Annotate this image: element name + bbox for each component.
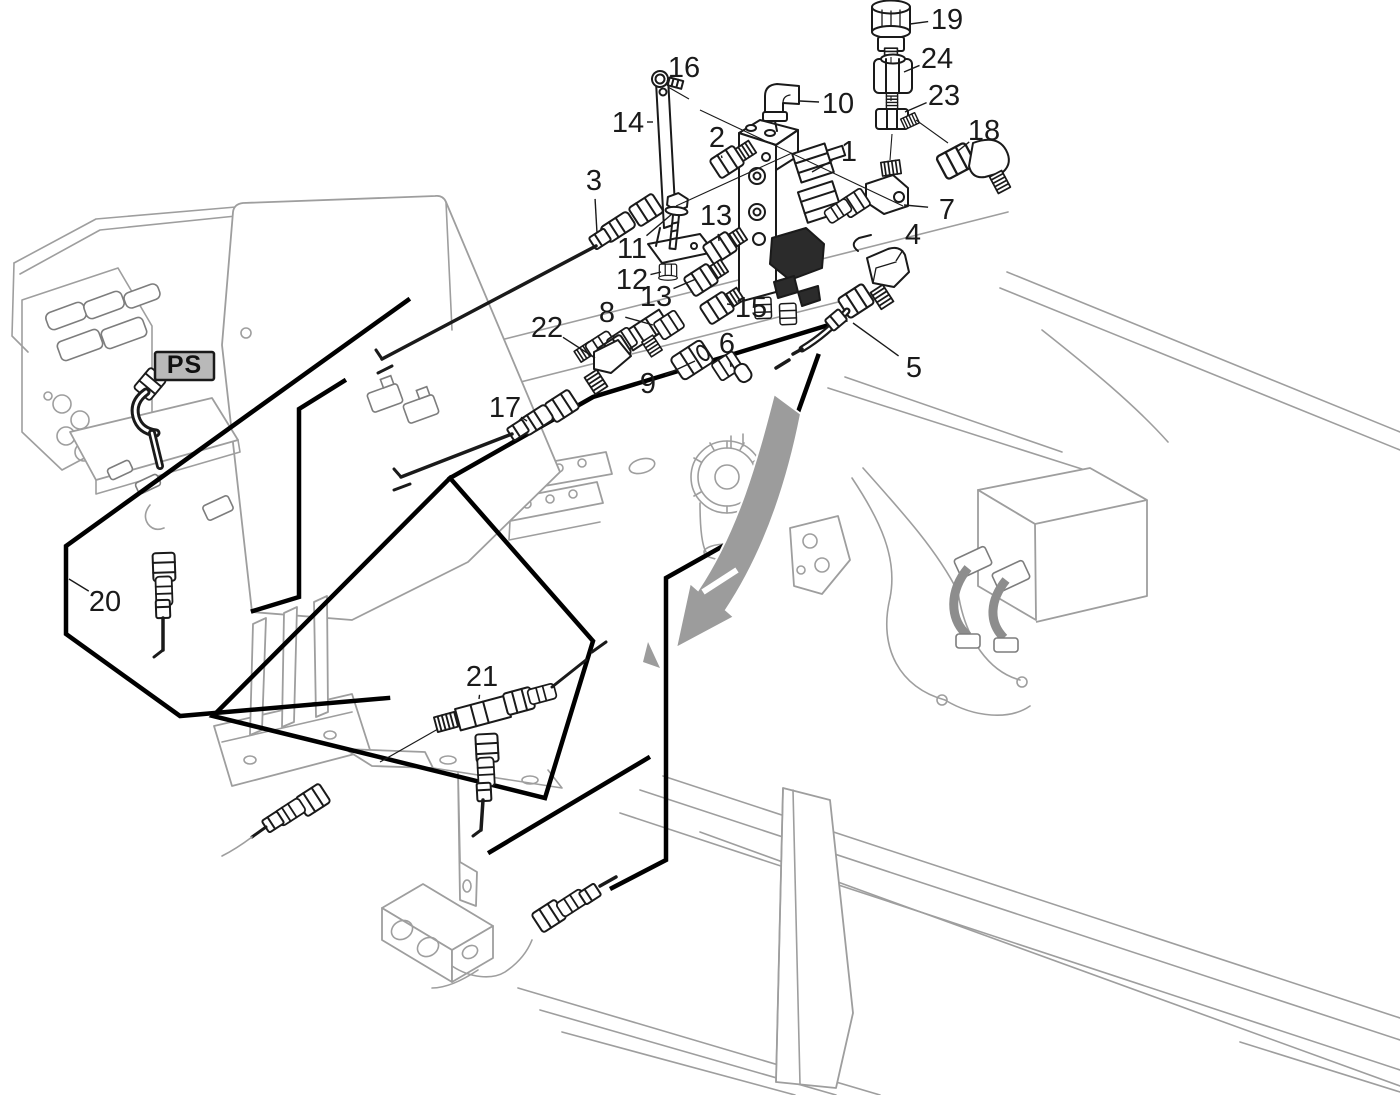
callout-label-10: 10: [822, 88, 854, 120]
callout-label-4: 4: [905, 219, 921, 251]
callout-label-12: 12: [616, 264, 648, 296]
callout-label-5: 5: [906, 352, 922, 384]
callout-label-23: 23: [928, 80, 960, 112]
callout-label-16: 16: [668, 52, 700, 84]
callout-label-22: 22: [531, 312, 563, 344]
part-16-screw: [651, 70, 685, 90]
direction-arrow: [643, 392, 803, 668]
callout-label-17: 17: [489, 392, 521, 424]
part-14-bracket: [647, 77, 715, 264]
callout-leader-7: [903, 204, 929, 208]
part-6-plug: [710, 349, 753, 384]
callout-leader-17: [520, 416, 528, 422]
callout-layer: 1234567891011121313141516171819202122232…: [68, 4, 1000, 700]
callout-leader-3: [594, 198, 598, 234]
part-9-coupler: [670, 339, 714, 381]
part-19-plug: [871, 0, 911, 67]
ps-port-hose: [130, 366, 168, 470]
callout-leader-18: [957, 141, 970, 152]
part-20-hose: [151, 551, 177, 659]
alignment-lines: [379, 86, 949, 763]
part-10-elbow: [762, 83, 800, 132]
callout-leader-20: [68, 578, 90, 592]
callout-label-13b: 13: [640, 281, 672, 313]
right-bracket-and-box: [789, 467, 1148, 653]
callout-leader-2: [720, 155, 723, 159]
callout-leader-10: [799, 100, 820, 103]
mounting-panel: [221, 194, 561, 621]
part-17-hose: [392, 388, 581, 492]
callout-label-21: 21: [466, 661, 498, 693]
lower-left-hose-end: [221, 782, 332, 857]
callout-label-11: 11: [617, 233, 647, 265]
part-21-tee-assembly: [432, 640, 608, 838]
ps-badge: PS: [153, 350, 216, 382]
callout-label-7: 7: [939, 194, 955, 226]
callout-leader-9: [664, 360, 696, 376]
callout-label-13a: 13: [700, 200, 732, 232]
callout-label-1: 1: [841, 136, 857, 168]
callout-label-15: 15: [735, 292, 767, 324]
callout-leader-13a: [717, 233, 720, 242]
callout-label-2: 2: [709, 122, 725, 154]
callout-leader-12: [650, 271, 662, 276]
callout-leader-13b: [673, 278, 697, 290]
part-18-elbow: [934, 138, 1012, 195]
callout-label-20: 20: [89, 586, 121, 618]
callout-leader-1: [811, 159, 833, 173]
callout-leader-4: [895, 249, 904, 262]
chassis-upright-plate: [775, 787, 854, 1089]
callout-leader-23: [904, 101, 927, 113]
ps-badge-label: PS: [167, 351, 202, 379]
part-3-hose: [374, 192, 665, 375]
part-24-coupling-nut: [873, 53, 913, 94]
callout-label-6: 6: [719, 328, 735, 360]
callout-label-19: 19: [931, 4, 963, 36]
bottom-center-hose-end: [530, 875, 618, 934]
assembly-centerline: [889, 57, 893, 161]
callout-label-18: 18: [968, 115, 1000, 147]
callout-leader-22: [562, 336, 596, 359]
callout-label-8: 8: [599, 297, 615, 329]
callout-leader-21: [478, 694, 481, 700]
callout-label-3: 3: [586, 165, 602, 197]
callout-leader-6: [729, 361, 732, 368]
callout-leader-16: [666, 78, 670, 82]
part-22-elbow: [583, 333, 633, 396]
chassis-right-linework: [628, 271, 1400, 716]
arrow-tip-fragment: [643, 642, 660, 668]
callout-label-14: 14: [612, 107, 644, 139]
callout-leader-5: [852, 322, 899, 357]
detail-frame-center: [208, 317, 848, 801]
callout-leader-24: [903, 64, 920, 73]
callout-label-9: 9: [640, 368, 656, 400]
callout-leader-19: [909, 20, 929, 25]
chassis-bottom-linework: [517, 775, 1400, 1095]
callout-leader-8: [625, 316, 654, 326]
callout-label-24: 24: [921, 43, 953, 75]
callout-leader-15: [726, 303, 733, 306]
part-5-hose: [774, 282, 876, 370]
part-23-tee-fitting: [875, 92, 921, 131]
part-11-bolt: [664, 192, 689, 251]
junction-block: [381, 883, 533, 989]
callout-leader-11: [646, 213, 673, 237]
part-12-nut: [658, 263, 678, 281]
